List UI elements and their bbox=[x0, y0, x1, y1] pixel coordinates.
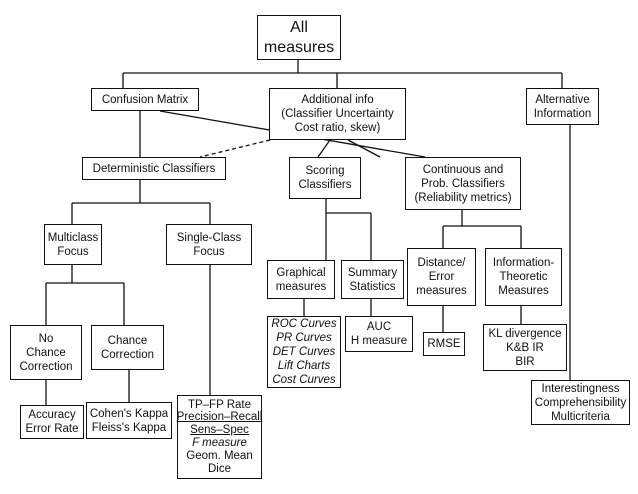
node-label: AUC bbox=[366, 321, 392, 333]
node-label: Continuous and bbox=[422, 163, 504, 176]
node-label: Error Rate bbox=[25, 423, 79, 435]
interestingness-node: Interestingness Comprehensibility Multic… bbox=[531, 380, 630, 425]
node-label: H measure bbox=[350, 335, 408, 347]
kappa-node: Cohen's Kappa Fleiss's Kappa bbox=[86, 402, 172, 439]
distance-error-measures-node: Distance/ Error measures bbox=[407, 248, 476, 306]
node-label: RMSE bbox=[427, 338, 461, 350]
node-label: Dice bbox=[207, 462, 231, 475]
node-label: Distance/ bbox=[417, 257, 466, 269]
chance-correction-node: Chance Correction bbox=[91, 325, 164, 370]
node-label: K&B IR bbox=[506, 341, 544, 354]
graphical-curves-node: ROC Curves PR Curves DET Curves Lift Cha… bbox=[267, 316, 341, 388]
rmse-node: RMSE bbox=[423, 332, 465, 356]
node-label: Sens–Spec bbox=[190, 424, 249, 437]
node-label: Prob. Classifiers bbox=[421, 177, 505, 190]
node-label: (Classifier Uncertainty bbox=[281, 108, 394, 120]
node-label: Graphical bbox=[276, 266, 326, 279]
node-label: Comprehensibility bbox=[534, 396, 627, 409]
all-measures-node: All measures bbox=[257, 15, 341, 60]
node-label: Correction bbox=[100, 348, 155, 361]
graphical-measures-node: Graphical measures bbox=[267, 260, 335, 299]
multiclass-focus-node: Multiclass Focus bbox=[44, 224, 102, 265]
alternative-information-node: Alternative Information bbox=[526, 88, 599, 125]
accuracy-error-rate-node: Accuracy Error Rate bbox=[20, 405, 84, 439]
summary-statistics-node: Summary Statistics bbox=[341, 260, 404, 299]
node-label: measures bbox=[416, 285, 467, 297]
node-label: All bbox=[290, 18, 308, 36]
deterministic-classifiers-node: Deterministic Classifiers bbox=[82, 157, 226, 180]
node-label: Focus bbox=[193, 245, 225, 258]
node-label: Theoretic bbox=[499, 271, 548, 283]
node-label: Information- bbox=[492, 257, 555, 269]
curve-label: DET Curves bbox=[272, 346, 336, 358]
node-label: Summary bbox=[347, 266, 398, 279]
node-label: Alternative bbox=[535, 93, 590, 106]
node-label: Chance bbox=[26, 346, 66, 359]
node-label: measures bbox=[275, 280, 327, 293]
node-label: Error bbox=[428, 271, 455, 283]
curve-label: Lift Charts bbox=[277, 360, 331, 372]
node-label: Precision–Recall bbox=[176, 411, 263, 424]
node-label: Chance bbox=[107, 334, 148, 347]
no-chance-correction-node: No Chance Correction bbox=[10, 325, 82, 380]
node-label: Multicriteria bbox=[551, 410, 610, 423]
node-label: Statistics bbox=[349, 280, 396, 293]
node-label: Correction bbox=[19, 360, 73, 373]
node-label: Deterministic Classifiers bbox=[92, 162, 216, 175]
information-theoretic-measures-node: Information- Theoretic Measures bbox=[485, 248, 562, 306]
node-label: KL divergence bbox=[488, 327, 562, 340]
scoring-classifiers-node: Scoring Classifiers bbox=[289, 157, 361, 199]
node-label: Multiclass bbox=[47, 231, 99, 244]
single-class-focus-node: Single-Class Focus bbox=[166, 224, 252, 265]
kl-divergence-node: KL divergence K&B IR BIR bbox=[483, 324, 567, 371]
node-label: Single-Class bbox=[176, 231, 242, 244]
curve-label: Cost Curves bbox=[272, 374, 336, 386]
node-label: Additional info bbox=[301, 94, 374, 106]
curve-label: PR Curves bbox=[276, 332, 332, 344]
node-label: Confusion Matrix bbox=[101, 93, 189, 106]
continuous-prob-classifiers-node: Continuous and Prob. Classifiers (Reliab… bbox=[405, 157, 521, 210]
node-label: Accuracy bbox=[28, 409, 76, 421]
node-label: No bbox=[38, 332, 54, 345]
confusion-matrix-node: Confusion Matrix bbox=[91, 88, 199, 111]
additional-info-node: Additional info (Classifier Uncertainty … bbox=[269, 88, 406, 140]
node-label: Information bbox=[533, 107, 592, 120]
auc-h-measure-node: AUC H measure bbox=[345, 316, 413, 352]
node-label: Geom. Mean bbox=[186, 449, 253, 462]
node-label: measures bbox=[263, 38, 335, 56]
node-label: TP–FP Rate bbox=[187, 398, 252, 411]
node-label: Cost ratio, skew) bbox=[294, 122, 381, 134]
node-label: (Reliability metrics) bbox=[414, 191, 512, 204]
node-label: F measure bbox=[192, 437, 247, 449]
node-label: Scoring bbox=[305, 165, 345, 177]
node-label: Measures bbox=[498, 285, 549, 297]
node-label: BIR bbox=[515, 355, 535, 368]
node-label: Focus bbox=[57, 245, 89, 258]
curve-label: ROC Curves bbox=[271, 318, 337, 330]
node-label: Interestingness bbox=[541, 382, 620, 395]
node-label: Cohen's Kappa bbox=[89, 407, 169, 420]
single-class-rates-node: TP–FP Rate Precision–Recall Sens–Spec F … bbox=[177, 395, 262, 479]
node-label: Classifiers bbox=[298, 179, 352, 191]
node-label: Fleiss's Kappa bbox=[91, 421, 167, 434]
